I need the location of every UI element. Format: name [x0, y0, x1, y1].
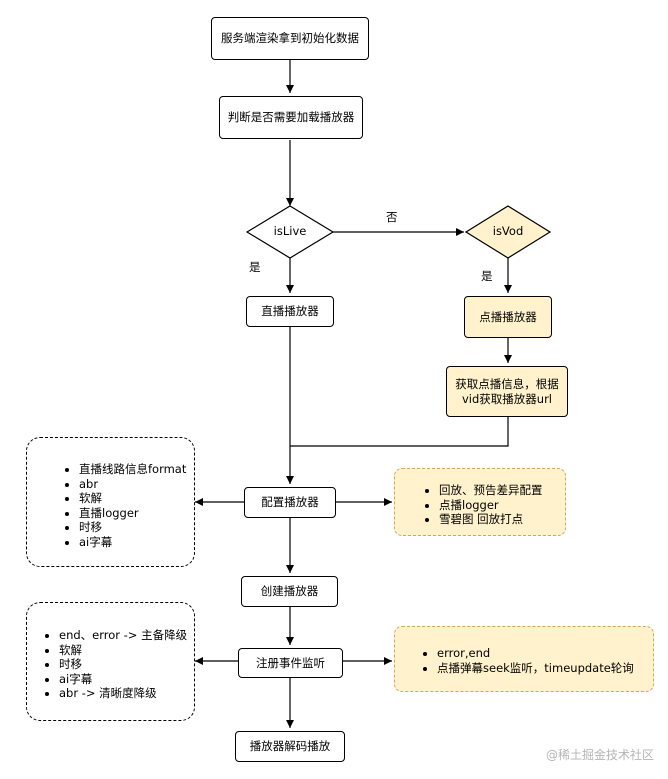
config-left-list: 直播线路信息format abr 软解 直播logger 时移 ai字幕	[61, 462, 194, 549]
list-item: 时移	[59, 657, 194, 672]
create-player-node: 创建播放器	[241, 576, 338, 607]
list-item: 时移	[79, 520, 194, 535]
need-player-label: 判断是否需要加载播放器	[227, 110, 355, 124]
edge-label-yes-vod: 是	[481, 269, 493, 283]
list-item: 直播线路信息format	[79, 462, 194, 477]
list-item: 点播logger	[439, 498, 565, 513]
isvod-label: isVod	[492, 224, 524, 238]
config-right-note: 回放、预告差异配置 点播logger 雪碧图 回放打点	[394, 468, 566, 536]
vod-info-node: 获取点播信息，根据vid获取播放器url	[446, 366, 568, 417]
vod-player-label: 点播播放器	[479, 309, 537, 324]
list-item: end、error -> 主备降级	[59, 628, 194, 643]
list-item: error,end	[437, 646, 653, 661]
vod-info-label: 获取点播信息，根据vid获取播放器url	[455, 376, 559, 406]
islive-label: isLive	[273, 224, 307, 238]
events-right-list: error,end 点播弹幕seek监听，timeupdate轮询	[419, 646, 653, 675]
events-left-note: end、error -> 主备降级 软解 时移 ai字幕 abr -> 清晰度降…	[26, 602, 195, 721]
register-events-node: 注册事件监听	[238, 648, 343, 678]
list-item: 回放、预告差异配置	[439, 483, 565, 498]
edge-label-no: 否	[386, 210, 398, 224]
isvod-diamond	[464, 205, 552, 259]
list-item: 点播弹幕seek监听，timeupdate轮询	[437, 661, 653, 676]
live-player-node: 直播播放器	[246, 296, 334, 327]
events-right-note: error,end 点播弹幕seek监听，timeupdate轮询	[394, 626, 654, 692]
edge-info-to-merge	[290, 417, 509, 447]
edge-label-yes-live: 是	[249, 260, 261, 274]
decode-play-label: 播放器解码播放	[249, 739, 331, 753]
config-player-label: 配置播放器	[261, 495, 319, 509]
list-item: abr	[79, 477, 194, 492]
events-left-list: end、error -> 主备降级 软解 时移 ai字幕 abr -> 清晰度降…	[41, 628, 194, 701]
list-item: ai字幕	[79, 535, 194, 550]
decode-play-node: 播放器解码播放	[235, 731, 345, 762]
config-left-note: 直播线路信息format abr 软解 直播logger 时移 ai字幕	[26, 437, 195, 567]
list-item: 直播logger	[79, 506, 194, 521]
create-player-label: 创建播放器	[260, 584, 319, 598]
config-player-node: 配置播放器	[244, 487, 336, 518]
ssr-init-node: 服务端渲染拿到初始化数据	[211, 17, 369, 60]
live-player-label: 直播播放器	[261, 304, 319, 318]
config-right-list: 回放、预告差异配置 点播logger 雪碧图 回放打点	[421, 483, 565, 527]
list-item: 软解	[79, 491, 194, 506]
ssr-init-label: 服务端渲染拿到初始化数据	[221, 31, 359, 45]
list-item: 雪碧图 回放打点	[439, 512, 565, 527]
list-item: 软解	[59, 643, 194, 658]
list-item: ai字幕	[59, 672, 194, 687]
list-item: abr -> 清晰度降级	[59, 686, 194, 701]
need-player-node: 判断是否需要加载播放器	[219, 96, 363, 139]
watermark: @稀土掘金技术社区	[545, 748, 654, 762]
islive-diamond	[245, 205, 335, 259]
register-events-label: 注册事件监听	[256, 655, 325, 670]
vod-player-node: 点播播放器	[464, 296, 552, 338]
